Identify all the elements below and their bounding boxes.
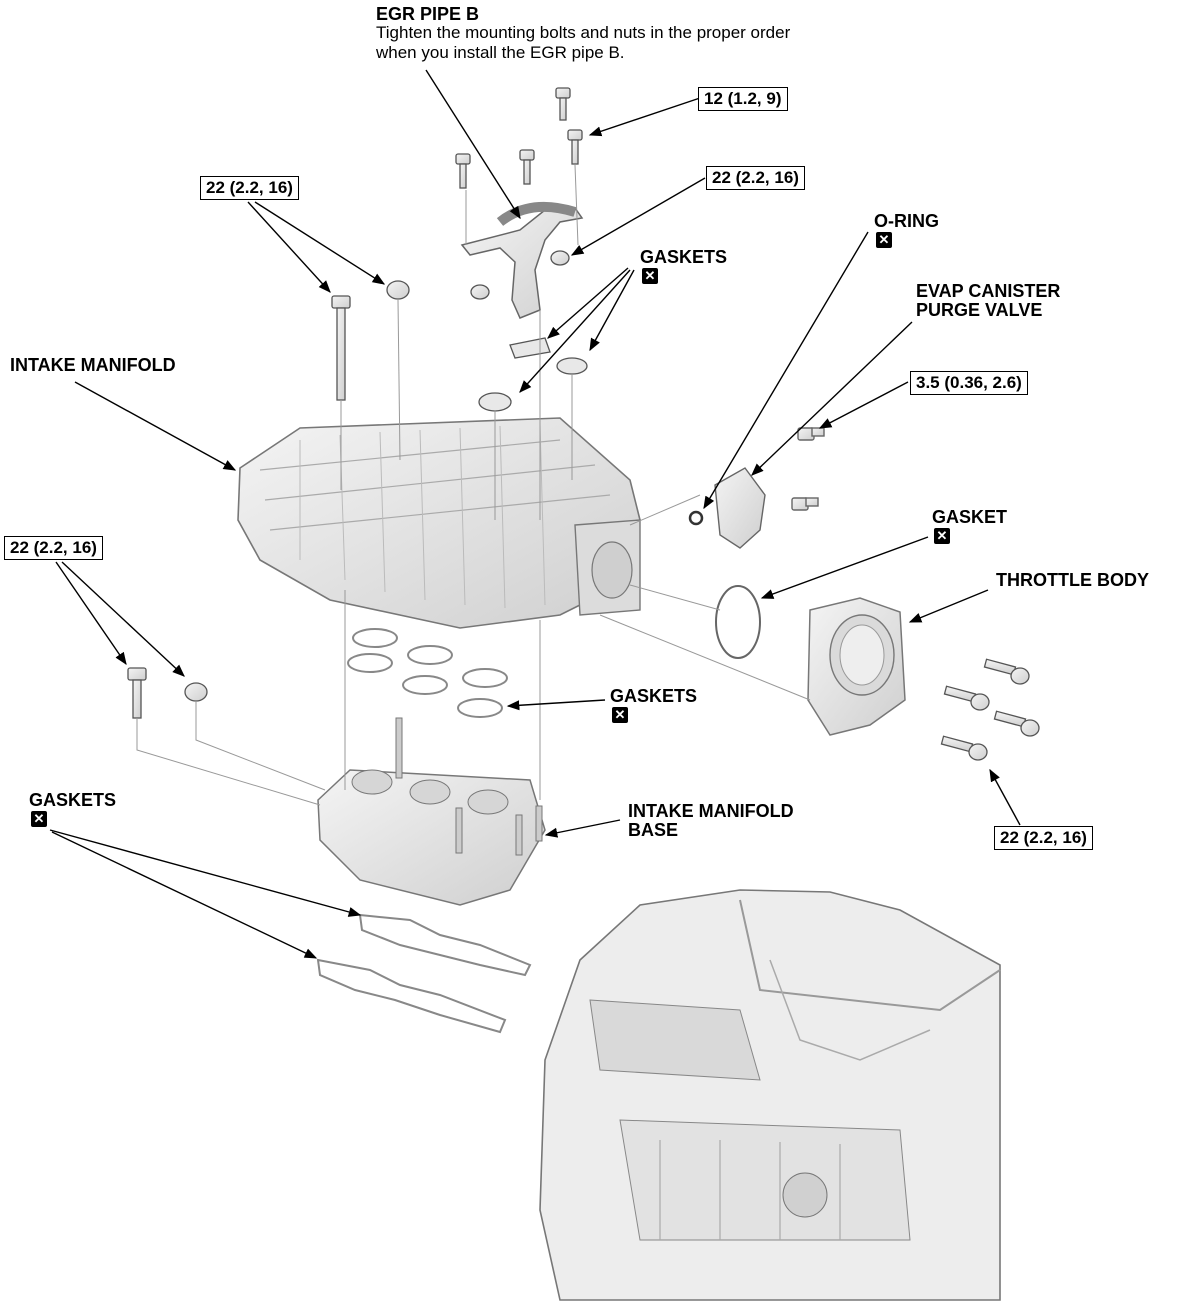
throttle-body-bolts <box>940 658 1040 761</box>
torque-manifold-lower: 22 (2.2, 16) <box>4 536 103 560</box>
gaskets-mid-label: GASKETS <box>610 686 698 706</box>
throttle-body <box>807 597 906 736</box>
intake-manifold-base-line2: BASE <box>628 820 679 840</box>
egr-gaskets <box>478 337 588 412</box>
egr-pipe-b-label: EGR PIPE B <box>376 4 480 24</box>
evap-label-line1: EVAP CANISTER <box>916 281 1061 301</box>
egr-note-line2: when you install the EGR pipe B. <box>376 43 625 62</box>
torque-manifold-upper: 22 (2.2, 16) <box>200 176 299 200</box>
lower-gaskets <box>316 913 532 1034</box>
o-ring-label: O-RING <box>874 211 939 231</box>
gaskets-lower-label: GASKETS <box>29 790 117 810</box>
intake-manifold-base <box>317 717 546 906</box>
throttle-gasket <box>715 585 761 659</box>
torque-egr-nut: 22 (2.2, 16) <box>706 166 805 190</box>
egr-bolts <box>455 87 583 300</box>
replace-part-icon: ✕ <box>876 232 892 248</box>
alignment-lines <box>136 164 811 806</box>
replace-part-icon: ✕ <box>31 811 47 827</box>
replace-part-icon: ✕ <box>612 707 628 723</box>
egr-pipe-b <box>460 201 584 319</box>
gasket-throttle-label: GASKET <box>932 507 1008 527</box>
gaskets-top-label: GASKETS <box>640 247 728 267</box>
replace-part-icon: ✕ <box>934 528 950 544</box>
manifold-lower-fasteners <box>127 667 208 719</box>
intake-manifold-label: INTAKE MANIFOLD <box>10 355 176 375</box>
engine-location-illustration <box>539 889 1001 1301</box>
egr-note-line1: Tighten the mounting bolts and nuts in t… <box>376 23 791 42</box>
throttle-body-label: THROTTLE BODY <box>996 570 1149 590</box>
intake-manifold <box>237 417 641 629</box>
torque-evap: 3.5 (0.36, 2.6) <box>910 371 1028 395</box>
torque-throttle: 22 (2.2, 16) <box>994 826 1093 850</box>
manifold-upper-fasteners <box>331 280 410 401</box>
evap-label-line2: PURGE VALVE <box>916 300 1043 320</box>
intake-manifold-base-line1: INTAKE MANIFOLD <box>628 801 794 821</box>
replace-part-icon: ✕ <box>642 268 658 284</box>
manifold-gaskets <box>347 628 508 718</box>
evap-canister-purge-valve <box>688 427 825 549</box>
leader-arrows <box>49 69 1021 959</box>
torque-egr-bolt: 12 (1.2, 9) <box>698 87 788 111</box>
